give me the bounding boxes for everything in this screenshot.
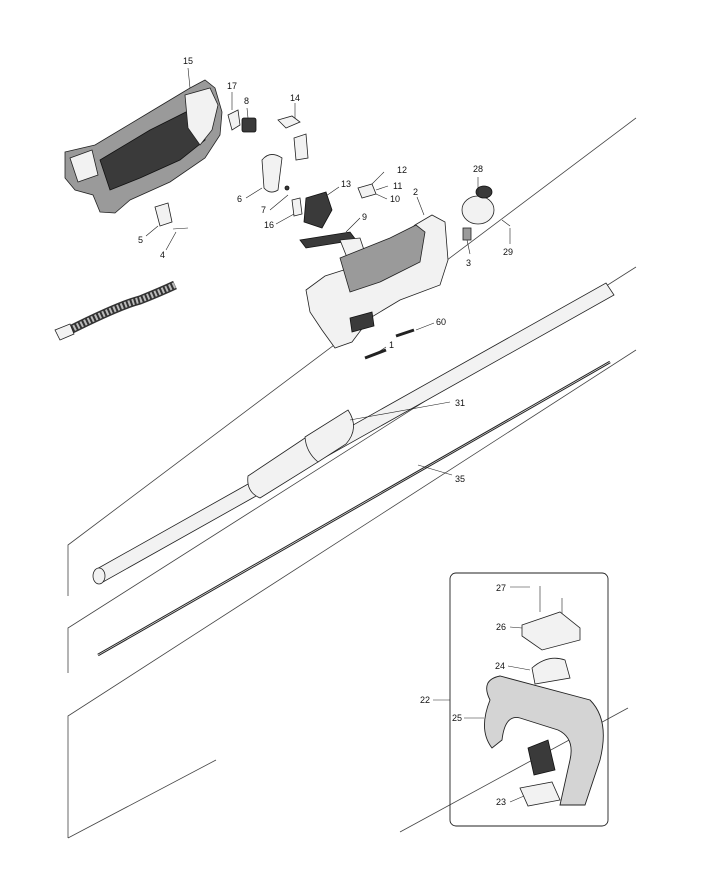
part-label-9: 9 <box>362 212 367 222</box>
part-label-16: 16 <box>264 220 274 230</box>
part-label-14: 14 <box>290 93 300 103</box>
main-pipe <box>92 282 615 585</box>
part-label-60: 60 <box>436 317 446 327</box>
part-label-27: 27 <box>496 583 506 593</box>
part-label-11: 11 <box>393 181 402 191</box>
part-label-28: 28 <box>473 164 483 174</box>
part-label-22: 22 <box>420 695 430 705</box>
part-label-13: 13 <box>341 179 351 189</box>
flexible-shaft <box>54 280 177 341</box>
part-label-17: 17 <box>227 81 237 91</box>
part-labels: 15 17 8 14 6 7 16 13 12 11 10 9 2 28 3 2… <box>138 56 513 807</box>
barrier-handle-box <box>449 572 609 827</box>
part-label-23: 23 <box>496 797 506 807</box>
part-label-35: 35 <box>455 474 465 484</box>
part-label-3: 3 <box>466 258 471 268</box>
part-label-29: 29 <box>503 247 513 257</box>
part-label-5: 5 <box>138 235 143 245</box>
part-label-26: 26 <box>496 622 506 632</box>
part-label-24: 24 <box>495 661 505 671</box>
switch-parts <box>154 109 377 261</box>
part-label-1: 1 <box>389 340 394 350</box>
part-label-8: 8 <box>244 96 249 106</box>
part-label-12: 12 <box>397 165 407 175</box>
part-label-4: 4 <box>160 250 165 260</box>
part-label-15: 15 <box>183 56 193 66</box>
part-label-10: 10 <box>390 194 400 204</box>
part-label-2: 2 <box>413 187 418 197</box>
handle-housing <box>305 214 449 349</box>
leader-lines <box>145 67 531 803</box>
part-label-31: 31 <box>455 398 465 408</box>
part-label-25: 25 <box>452 713 462 723</box>
housing-left-half <box>64 79 223 214</box>
pipe-clamp <box>461 185 511 241</box>
part-label-7: 7 <box>261 205 266 215</box>
part-label-6: 6 <box>237 194 242 204</box>
